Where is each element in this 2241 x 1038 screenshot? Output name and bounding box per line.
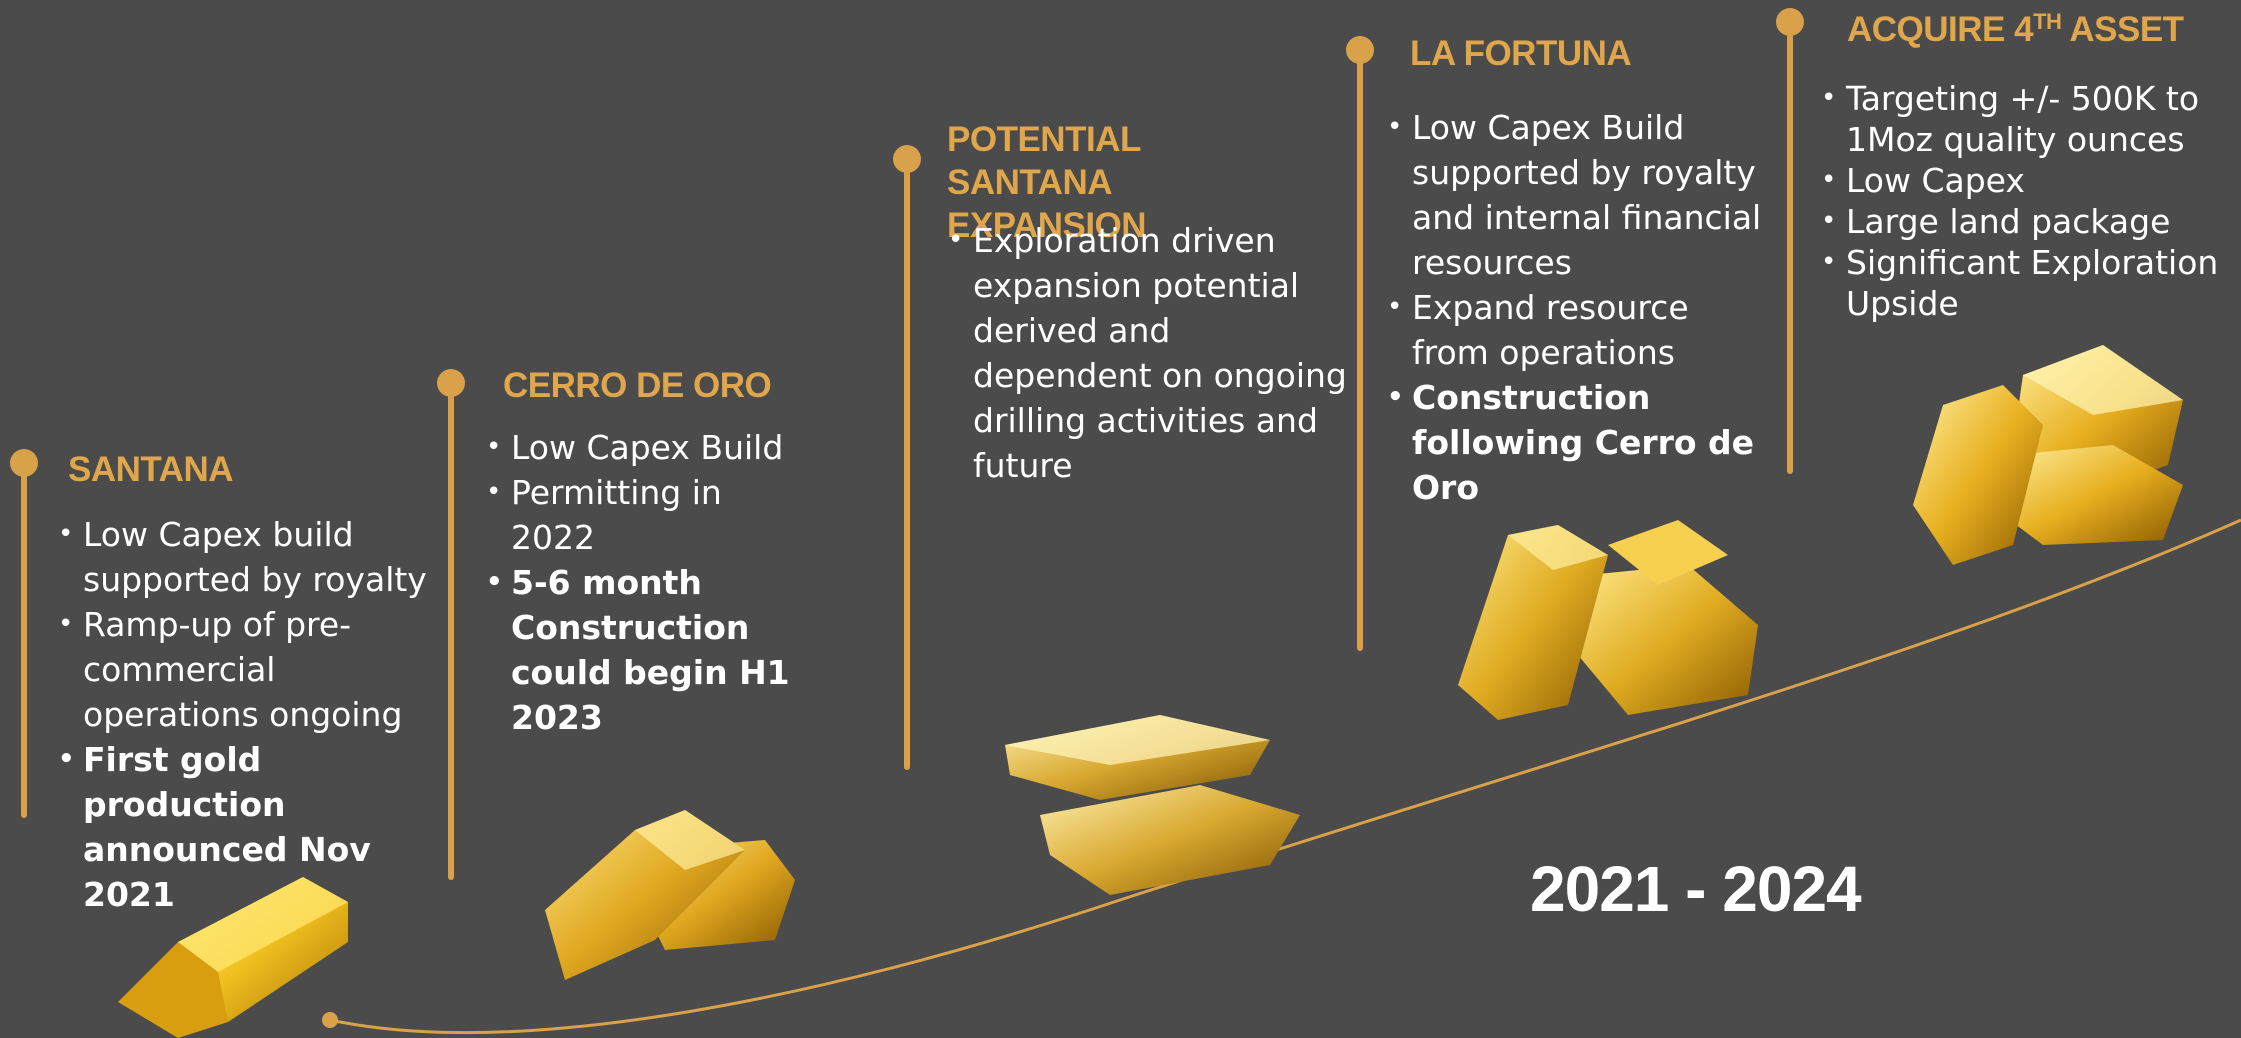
bullet-item: Exploration driven expansion potential d… [948, 218, 1348, 488]
cerro-de-oro-title: CERRO DE ORO [503, 366, 772, 405]
santana-title: SANTANA [68, 450, 234, 489]
bullet-item: Low Capex Build supported by royalty and… [1387, 105, 1767, 285]
la-fortuna-stem [1357, 51, 1363, 651]
acquire-asset-bullets: Targeting +/- 500K to 1Moz quality ounce… [1821, 78, 2221, 324]
la-fortuna-title: LA FORTUNA [1410, 34, 1632, 73]
bullet-item: Low Capex build supported by royalty [58, 512, 438, 602]
gold-bar-icon [1458, 520, 1758, 720]
bullet-item: Targeting +/- 500K to 1Moz quality ounce… [1821, 78, 2221, 160]
bullet-item: First gold production announced Nov 2021 [58, 737, 438, 917]
expansion-stem [904, 160, 910, 770]
bullet-item: Permitting in 2022 [486, 470, 816, 560]
gold-bar-icon [1005, 715, 1300, 895]
bullet-item: Significant Exploration Upside [1821, 242, 2221, 324]
acquire-asset-title: ACQUIRE 4TH ASSET [1847, 9, 2184, 49]
santana-bullets: Low Capex build supported by royalty Ram… [58, 512, 438, 917]
santana-stem [21, 465, 27, 818]
bullet-item: Construction following Cerro de Oro [1387, 375, 1767, 510]
expansion-bullets: Exploration driven expansion potential d… [948, 218, 1348, 488]
bullet-item: Low Capex Build [486, 425, 816, 470]
curve-start-dot [322, 1012, 338, 1028]
period-label: 2021 - 2024 [1530, 853, 1862, 925]
bullet-item: Ramp-up of pre-commercial operations ong… [58, 602, 438, 737]
cerro-de-oro-stem [448, 385, 454, 880]
gold-bar-icon [1913, 345, 2183, 565]
gold-bar-icon [545, 810, 795, 980]
la-fortuna-bullets: Low Capex Build supported by royalty and… [1387, 105, 1767, 510]
bullet-item: Low Capex [1821, 160, 2221, 201]
bullet-item: Expand resource from operations [1387, 285, 1767, 375]
bullet-item: 5-6 month Construction could begin H1 20… [486, 560, 816, 740]
acquire-asset-stem [1787, 22, 1793, 474]
bullet-item: Large land package [1821, 201, 2221, 242]
gold-bar-icon [118, 877, 348, 1038]
cerro-de-oro-bullets: Low Capex Build Permitting in 2022 5-6 m… [486, 425, 816, 740]
